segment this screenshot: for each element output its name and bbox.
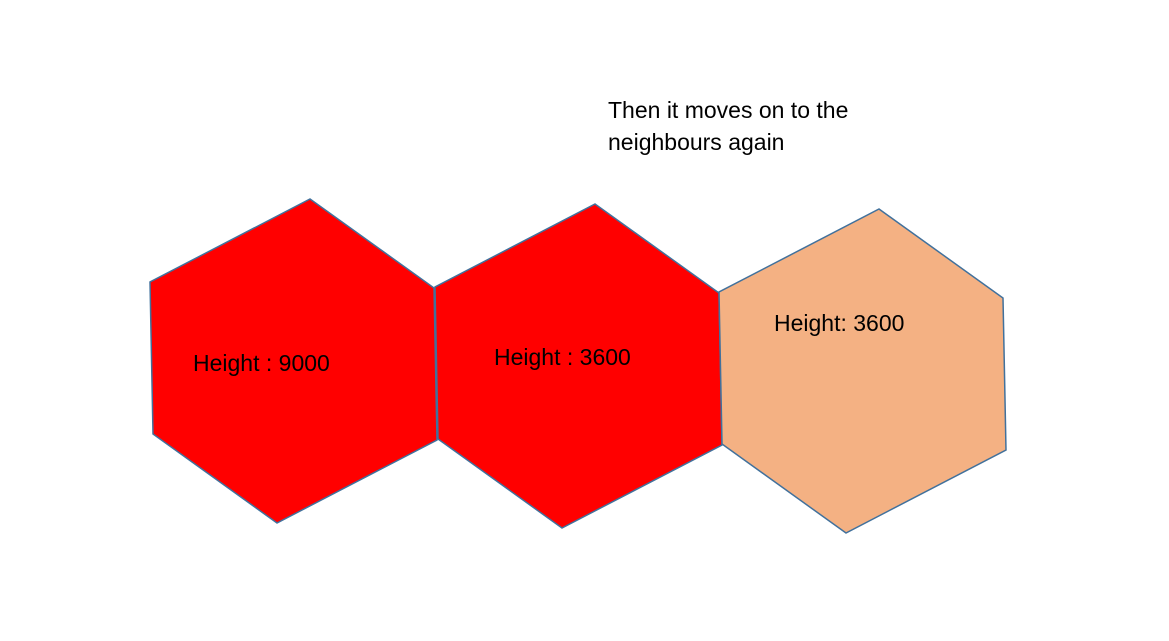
hexagon-3: Height: 3600 (718, 208, 1007, 534)
caption-line-2: neighbours again (608, 129, 785, 155)
hexagon-1-shape (149, 198, 438, 524)
hexagon-2-label: Height : 3600 (494, 344, 631, 370)
hexagon-3-label: Height: 3600 (774, 310, 904, 336)
hexagon-1-label: Height : 9000 (193, 350, 330, 376)
hexagon-1: Height : 9000 (149, 198, 438, 524)
hexagon-3-shape (718, 208, 1007, 534)
caption-line-1: Then it moves on to the (608, 97, 849, 123)
hexagon-2: Height : 3600 (434, 203, 723, 529)
caption-text: Then it moves on to the neighbours again (608, 94, 928, 158)
